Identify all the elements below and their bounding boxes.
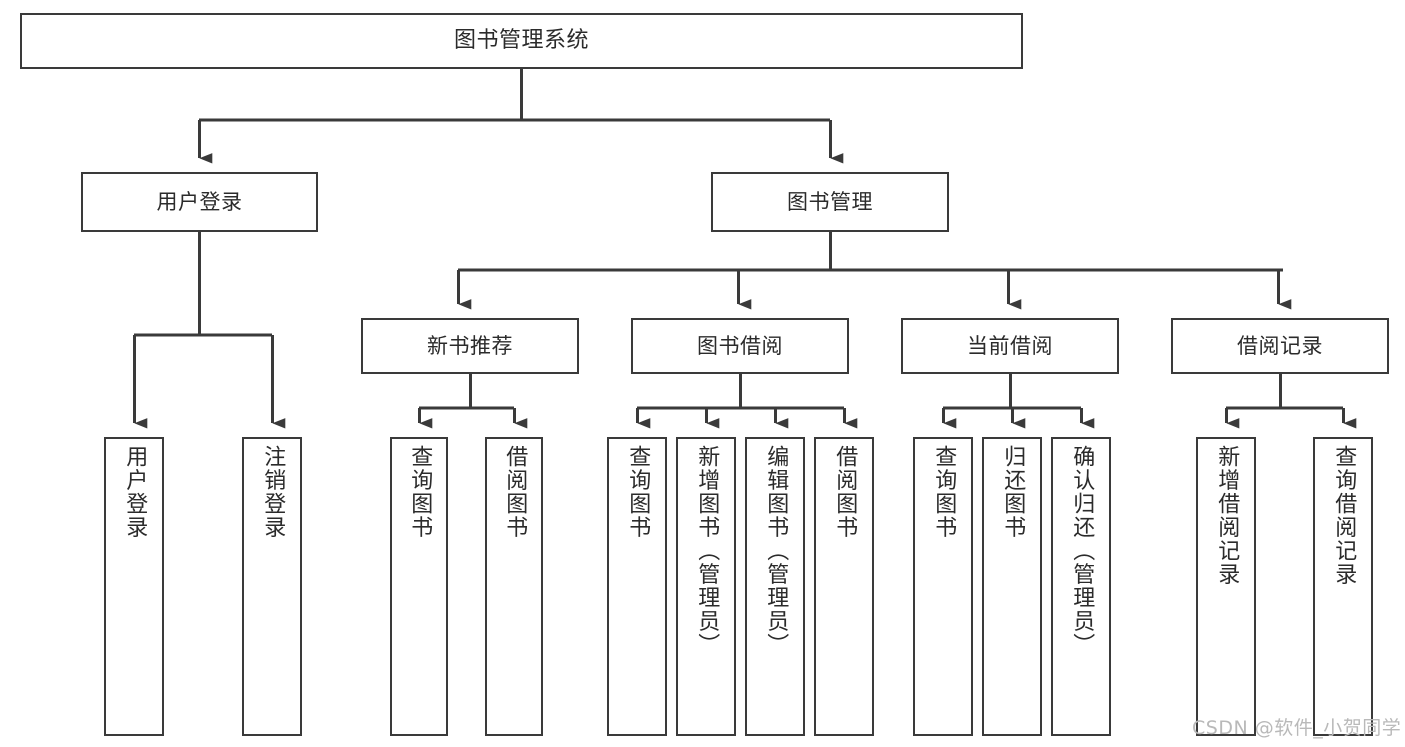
node-leaf-add-record-label: 新增借阅记录 xyxy=(1214,445,1240,586)
node-leaf-borrow-book-b[interactable]: 借阅图书 xyxy=(814,437,874,736)
node-leaf-query-book-c[interactable]: 查询图书 xyxy=(913,437,973,736)
node-book-borrow[interactable]: 图书借阅 xyxy=(631,318,849,374)
node-book-manage[interactable]: 图书管理 xyxy=(711,172,949,232)
node-new-book-rec[interactable]: 新书推荐 xyxy=(361,318,579,374)
node-borrow-record-label: 借阅记录 xyxy=(1237,333,1323,358)
node-root[interactable]: 图书管理系统 xyxy=(20,13,1023,69)
node-new-book-rec-label: 新书推荐 xyxy=(427,333,513,358)
node-leaf-return-book-label: 归还图书 xyxy=(1000,445,1026,539)
node-borrow-record[interactable]: 借阅记录 xyxy=(1171,318,1389,374)
node-leaf-user-login[interactable]: 用户登录 xyxy=(104,437,164,736)
node-book-manage-label: 图书管理 xyxy=(787,189,873,214)
node-leaf-query-book-b[interactable]: 查询图书 xyxy=(607,437,667,736)
node-user-login[interactable]: 用户登录 xyxy=(81,172,318,232)
node-leaf-confirm-return-label: 确认归还（管理员） xyxy=(1069,445,1095,657)
node-leaf-edit-book[interactable]: 编辑图书（管理员） xyxy=(745,437,805,736)
node-leaf-user-login-label: 用户登录 xyxy=(122,445,148,539)
node-book-borrow-label: 图书借阅 xyxy=(697,333,783,358)
node-leaf-add-record[interactable]: 新增借阅记录 xyxy=(1196,437,1256,736)
node-leaf-add-book-label: 新增图书（管理员） xyxy=(694,445,720,657)
node-leaf-add-book[interactable]: 新增图书（管理员） xyxy=(676,437,736,736)
node-root-label: 图书管理系统 xyxy=(453,28,589,54)
node-leaf-query-book-c-label: 查询图书 xyxy=(931,445,957,539)
node-leaf-borrow-book-rec-label: 借阅图书 xyxy=(502,445,528,539)
node-leaf-user-logout[interactable]: 注销登录 xyxy=(242,437,302,736)
node-leaf-query-book-rec[interactable]: 查询图书 xyxy=(390,437,448,736)
node-leaf-borrow-book-b-label: 借阅图书 xyxy=(832,445,858,539)
node-leaf-query-record[interactable]: 查询借阅记录 xyxy=(1313,437,1373,736)
node-leaf-borrow-book-rec[interactable]: 借阅图书 xyxy=(485,437,543,736)
node-leaf-edit-book-label: 编辑图书（管理员） xyxy=(763,445,789,657)
watermark: CSDN @软件_小贺同学 xyxy=(1192,717,1402,739)
node-leaf-query-book-rec-label: 查询图书 xyxy=(407,445,433,539)
node-user-login-label: 用户登录 xyxy=(156,189,243,214)
node-leaf-query-record-label: 查询借阅记录 xyxy=(1331,445,1357,586)
node-leaf-query-book-b-label: 查询图书 xyxy=(625,445,651,539)
node-current-borrow-label: 当前借阅 xyxy=(967,333,1053,358)
node-leaf-return-book[interactable]: 归还图书 xyxy=(982,437,1042,736)
node-leaf-confirm-return[interactable]: 确认归还（管理员） xyxy=(1051,437,1111,736)
node-current-borrow[interactable]: 当前借阅 xyxy=(901,318,1119,374)
node-leaf-user-logout-label: 注销登录 xyxy=(260,445,286,539)
